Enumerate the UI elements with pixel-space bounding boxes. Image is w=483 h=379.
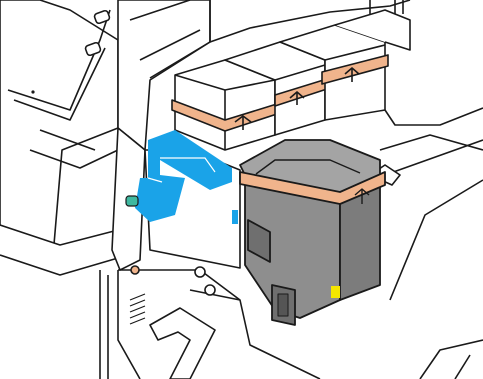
toner-cartridge	[232, 140, 385, 325]
control-panel	[0, 0, 118, 275]
vent-icon	[130, 294, 145, 324]
release-latch-icon	[126, 196, 138, 206]
right-door	[370, 108, 483, 379]
latch-handle	[150, 308, 215, 379]
panel-button-icon	[94, 10, 111, 24]
yellow-indicator	[331, 286, 340, 298]
